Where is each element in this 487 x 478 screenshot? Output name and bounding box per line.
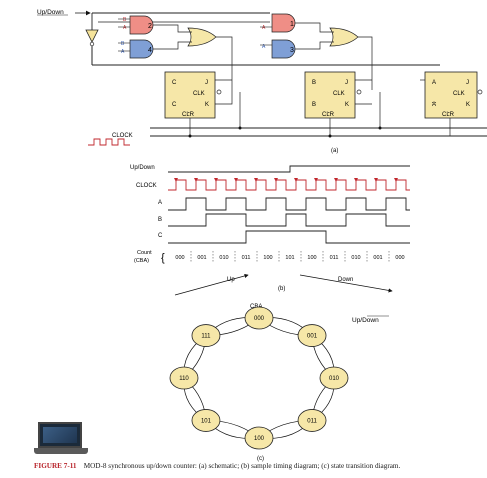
flipflop-c: C J CLK C K CLR: [164, 71, 216, 119]
svg-text:J: J: [345, 80, 348, 86]
count-value: 011: [242, 255, 251, 261]
svg-text:CLK: CLK: [333, 91, 345, 97]
svg-text:K: K: [345, 102, 349, 108]
mode-label: Up/Down: [352, 317, 379, 324]
state-node-label: 110: [179, 376, 189, 382]
state-node: [244, 306, 274, 330]
count-value: 011: [330, 255, 339, 261]
wave-c: [168, 230, 410, 244]
gate-2-label: 2: [148, 23, 152, 30]
gate2-in-a: A: [123, 25, 127, 31]
state-node-label: 111: [201, 334, 211, 340]
clock-label-a: CLOCK: [112, 133, 133, 139]
svg-text:CLK: CLK: [453, 91, 465, 97]
svg-text:J: J: [205, 80, 208, 86]
state-node: [244, 426, 274, 450]
count-sub-label: (CBA): [134, 258, 149, 264]
updown-wave: [168, 165, 410, 173]
state-node: [191, 409, 221, 432]
state-nodes: 000 001 010 011 100 101 110 111: [169, 306, 349, 450]
and-gate-2: [129, 15, 154, 35]
svg-text:CLR: CLR: [322, 112, 335, 118]
svg-text:B: B: [312, 80, 316, 86]
inverter-gate: [85, 29, 99, 43]
count-value: 100: [263, 255, 272, 261]
svg-text:B: B: [312, 102, 316, 108]
clock-wave: [168, 178, 410, 191]
gate-3-label: 3: [290, 47, 294, 54]
wave-a: [168, 197, 410, 211]
gate-1-label: 1: [290, 21, 294, 28]
svg-text:J: J: [466, 80, 469, 86]
part-a-label: (a): [331, 148, 338, 154]
down-label: Down: [338, 277, 353, 283]
svg-text:C: C: [172, 80, 177, 86]
svg-text:K: K: [466, 102, 470, 108]
clock-wave-line: [168, 179, 410, 191]
svg-text:C: C: [172, 102, 177, 108]
part-b-label: (b): [278, 286, 285, 292]
count-value: 010: [351, 255, 360, 261]
or-gate-right: [329, 27, 359, 47]
gate4-in-b: B: [121, 41, 125, 47]
gate3-in-a: A: [262, 44, 266, 50]
svg-text:CLR: CLR: [182, 112, 195, 118]
count-value: 100: [307, 255, 316, 261]
updown-label: Up/Down: [37, 9, 64, 16]
wave-b: [168, 213, 410, 227]
state-node-label: 101: [201, 418, 212, 424]
state-node: [319, 366, 349, 390]
state-node: [169, 366, 199, 390]
state-node-label: 010: [329, 376, 340, 382]
gate4-in-a: A: [121, 49, 125, 55]
up-label: Up: [227, 277, 235, 283]
state-node-label: 001: [307, 334, 318, 340]
flipflop-a: A J CLK A K CLR: [424, 71, 478, 119]
or-gate-left: [187, 27, 217, 47]
and-gate-4: [129, 39, 154, 59]
gate-4-label: 4: [148, 47, 152, 54]
gate1-in-a: A: [262, 25, 266, 31]
schematic: Up/Down 2 4 B A B A 1 3 A A: [37, 9, 487, 154]
part-c-label: (c): [257, 456, 264, 462]
count-value: 101: [285, 255, 294, 261]
state-node: [297, 324, 327, 347]
svg-text:A: A: [432, 102, 436, 108]
count-label: Count: [137, 250, 152, 256]
count-brace: {: [161, 252, 165, 264]
svg-text:K: K: [205, 102, 209, 108]
count-value: 001: [373, 255, 382, 261]
and-gate-3: [271, 39, 296, 59]
timing-row-a: A: [158, 200, 162, 206]
state-node-label: 100: [254, 436, 265, 442]
caption-text: MOD-8 synchronous up/down counter: (a) s…: [83, 462, 401, 470]
figure-caption: FIGURE 7-11 MOD-8 synchronous up/down co…: [34, 462, 482, 470]
count-value: 000: [395, 255, 404, 261]
timing-row-c: C: [158, 233, 163, 239]
count-value: 010: [219, 255, 228, 261]
flipflop-b: B J CLK B K CLR: [304, 71, 356, 119]
timing-diagram: Up/Down CLOCK A B C Count (CBA) { 000 001…: [130, 165, 410, 296]
count-value: 000: [175, 255, 184, 261]
state-node: [297, 409, 327, 432]
timing-row-clock: CLOCK: [136, 183, 157, 189]
caption-label: FIGURE 7-11: [34, 462, 77, 470]
clock-pulse-a: [88, 138, 130, 146]
timing-row-updown: Up/Down: [130, 165, 155, 171]
svg-text:A: A: [432, 80, 436, 86]
svg-text:CLK: CLK: [193, 91, 205, 97]
svg-text:CLR: CLR: [442, 112, 455, 118]
count-value: 001: [197, 255, 206, 261]
gate2-in-b: B: [123, 17, 127, 23]
laptop-icon: [34, 422, 88, 456]
state-node-label: 011: [307, 418, 317, 424]
state-node-label: 000: [254, 316, 265, 322]
and-gate-1: [271, 13, 296, 33]
timing-row-b: B: [158, 217, 162, 223]
count-row: 000 001 010 011 100 101 100 011 010 001 000: [175, 251, 405, 262]
state-node: [191, 324, 221, 347]
